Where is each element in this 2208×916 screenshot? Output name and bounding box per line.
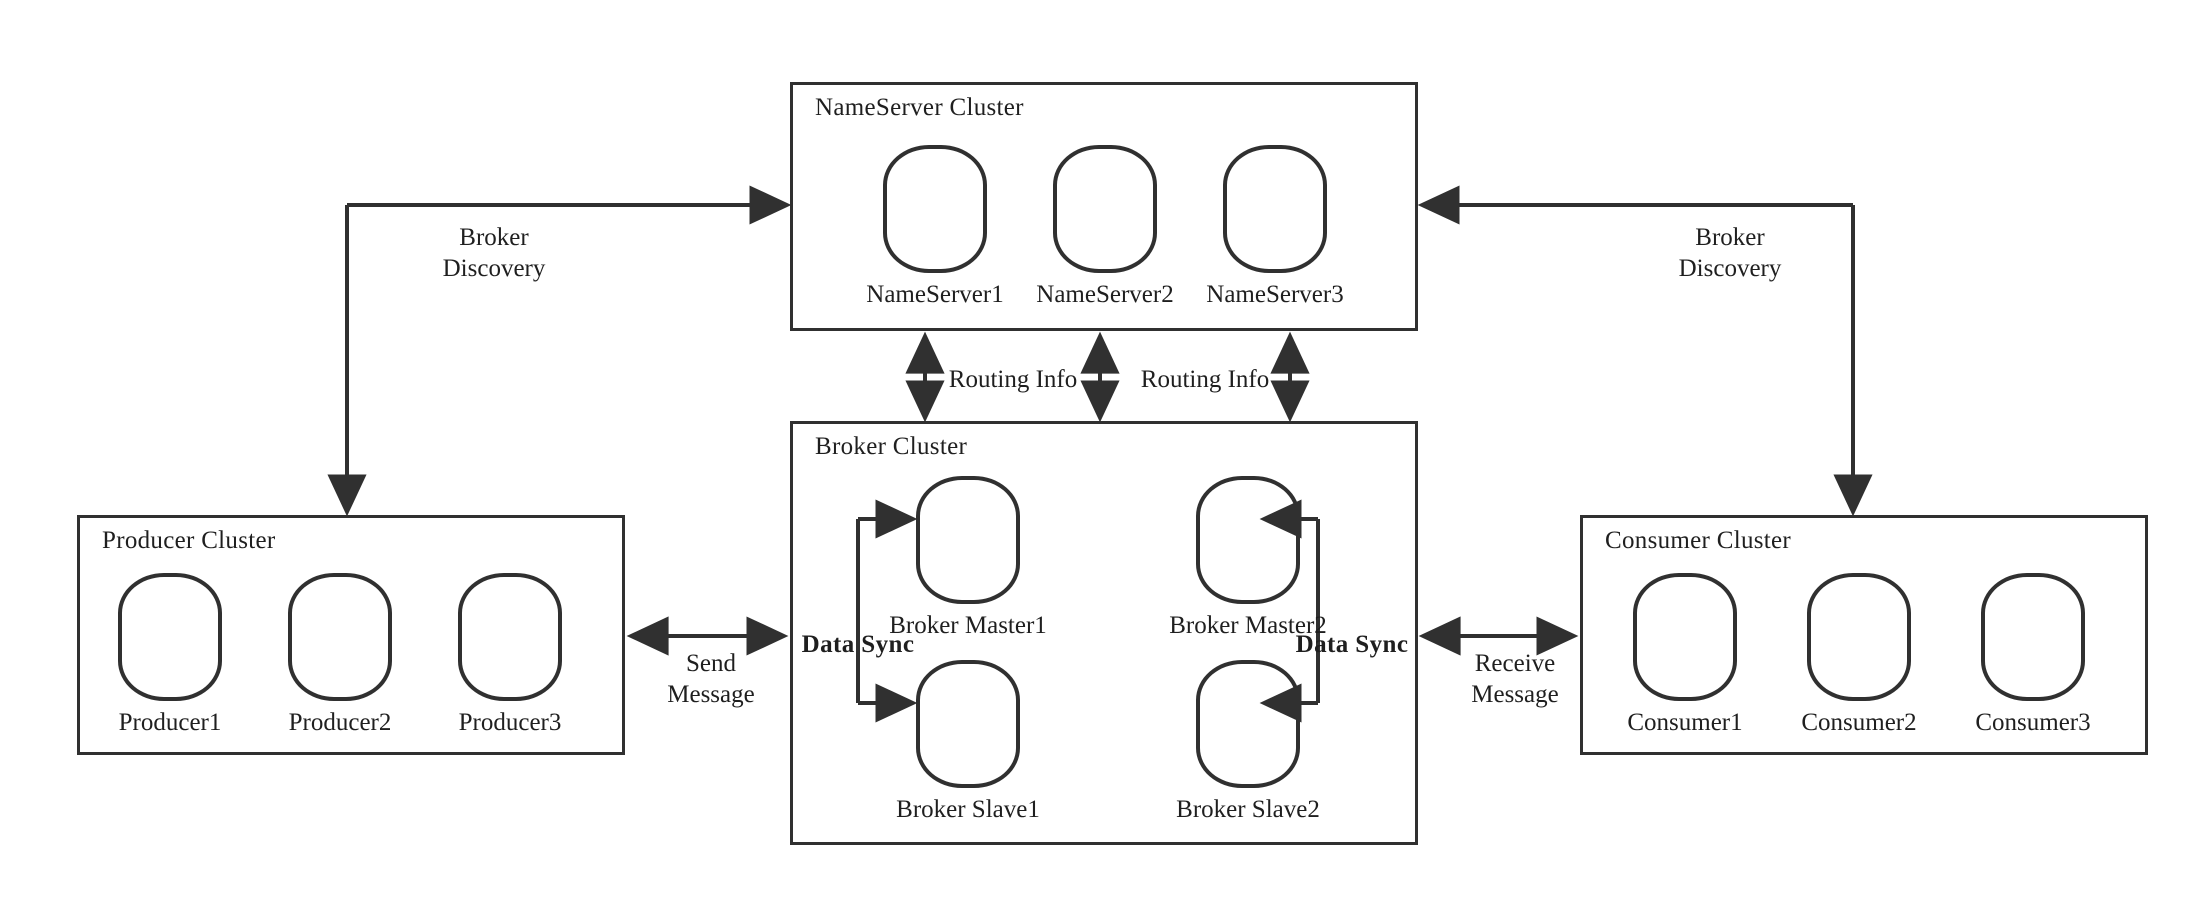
node-broker-slave1-label: Broker Slave1 [896, 796, 1040, 823]
node-producer1-label: Producer1 [118, 709, 222, 736]
node-producer1[interactable] [118, 573, 222, 701]
node-nameserver2[interactable] [1053, 145, 1157, 273]
node-broker-slave1[interactable] [916, 660, 1020, 788]
node-broker-master1-label: Broker Master1 [889, 612, 1047, 639]
node-broker-master1[interactable] [916, 476, 1020, 604]
edge-label-receive-message: Receive Message [1471, 650, 1559, 708]
cluster-producer[interactable]: Producer Cluster Producer1 Producer2 Pro… [77, 515, 625, 755]
cluster-broker[interactable]: Broker Cluster Broker Master1 Broker Mas… [790, 421, 1418, 845]
node-broker-master2[interactable] [1196, 476, 1300, 604]
node-nameserver2-label: NameServer2 [1036, 281, 1174, 308]
edge-label-send-message: Send Message [667, 650, 755, 708]
node-producer3[interactable] [458, 573, 562, 701]
edge-label-data-sync-right: Data Sync [1295, 631, 1409, 658]
node-nameserver3[interactable] [1223, 145, 1327, 273]
edge-label-routing-info-right: Routing Info [1140, 366, 1270, 393]
node-consumer3[interactable] [1981, 573, 2085, 701]
node-producer3-label: Producer3 [458, 709, 562, 736]
connector-broker-discovery-right [1417, 185, 1873, 517]
node-consumer3-label: Consumer3 [1975, 709, 2091, 736]
cluster-broker-title: Broker Cluster [815, 433, 968, 460]
edge-label-routing-info-left: Routing Info [948, 366, 1078, 393]
node-broker-slave2-label: Broker Slave2 [1176, 796, 1320, 823]
node-broker-master2-label: Broker Master2 [1169, 612, 1327, 639]
node-broker-slave2[interactable] [1196, 660, 1300, 788]
cluster-nameserver[interactable]: NameServer Cluster NameServer1 NameServe… [790, 82, 1418, 331]
node-nameserver1-label: NameServer1 [866, 281, 1004, 308]
cluster-consumer[interactable]: Consumer Cluster Consumer1 Consumer2 Con… [1580, 515, 2148, 755]
edge-label-broker-discovery-left: Broker Discovery [442, 224, 546, 282]
node-consumer1[interactable] [1633, 573, 1737, 701]
cluster-consumer-title: Consumer Cluster [1605, 527, 1792, 554]
node-consumer2[interactable] [1807, 573, 1911, 701]
edge-label-data-sync-left: Data Sync [801, 631, 915, 658]
cluster-producer-title: Producer Cluster [102, 527, 276, 554]
node-producer2[interactable] [288, 573, 392, 701]
cluster-nameserver-title: NameServer Cluster [815, 94, 1024, 121]
node-consumer1-label: Consumer1 [1627, 709, 1743, 736]
node-nameserver1[interactable] [883, 145, 987, 273]
node-nameserver3-label: NameServer3 [1206, 281, 1344, 308]
node-producer2-label: Producer2 [288, 709, 392, 736]
node-consumer2-label: Consumer2 [1801, 709, 1917, 736]
connector-broker-discovery-left [327, 185, 792, 517]
edge-label-broker-discovery-right: Broker Discovery [1678, 224, 1782, 282]
